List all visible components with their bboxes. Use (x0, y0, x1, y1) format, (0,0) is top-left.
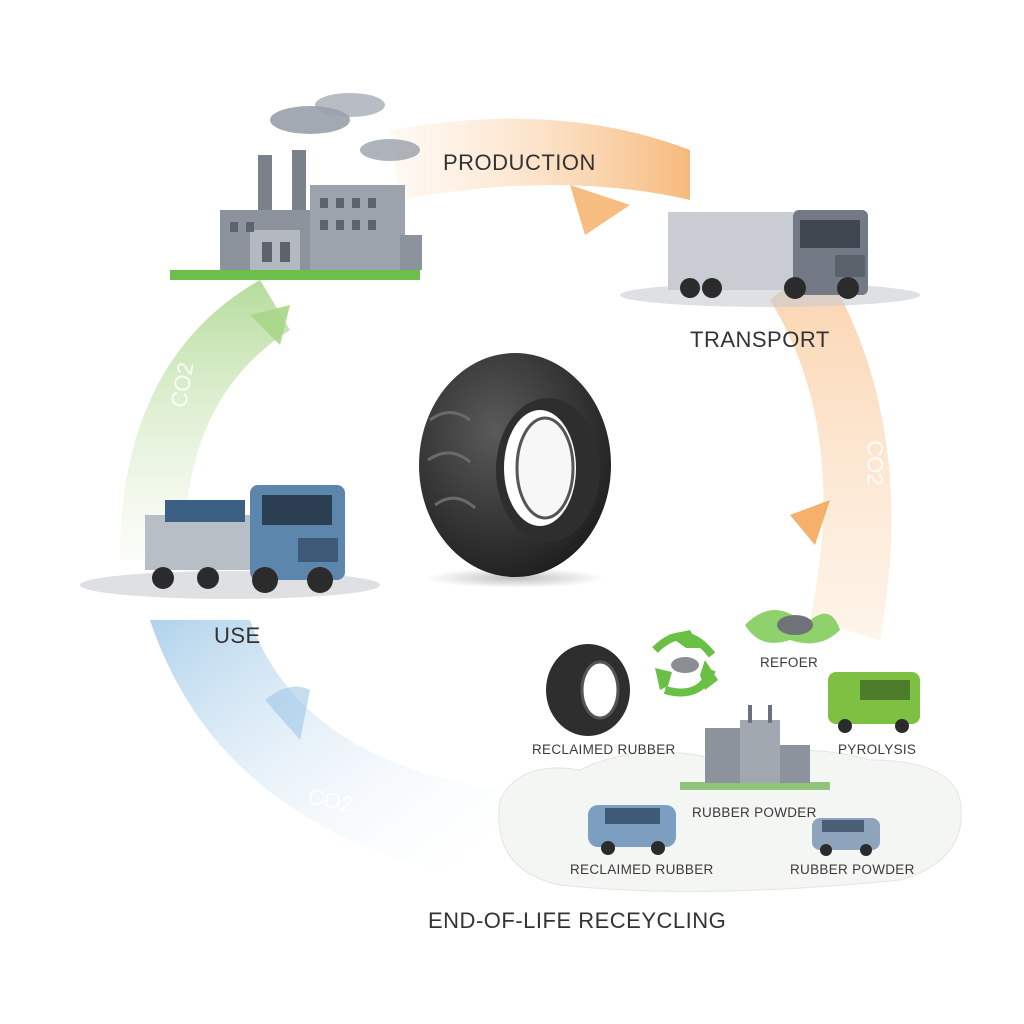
use-truck-icon (80, 485, 380, 599)
recycling-cloud (498, 749, 962, 892)
reclaimed-rubber-bottom-label: RECLAIMED RUBBER (570, 862, 714, 877)
leaf-rubber-icon (745, 610, 840, 644)
pyrolysis-truck-icon (828, 672, 920, 733)
co2-right-label: CO2 (862, 440, 888, 486)
production-label: PRODUCTION (443, 150, 596, 175)
reclaimed-tire-icon (546, 644, 630, 736)
central-tire-icon (419, 353, 611, 588)
recycling-plant-icon (680, 705, 830, 790)
transport-label: TRANSPORT (690, 327, 830, 352)
blue-car-icon (588, 805, 676, 855)
transport-recycling-arc (770, 260, 892, 640)
production-transport-arc (390, 118, 690, 235)
recycle-icon (652, 630, 718, 697)
gray-car-icon (812, 818, 880, 856)
factory-icon (170, 93, 422, 280)
rubber-powder-label: RUBBER POWDER (692, 805, 817, 820)
pyrolysis-label: PYROLYSIS (838, 742, 917, 757)
rubber-powder-bottom-label: RUBBER POWDER (790, 862, 915, 877)
end-of-life-label: END-OF-LIFE RECEYCLING (428, 908, 727, 933)
refoer-label: REFOER (760, 655, 819, 670)
transport-truck-icon (620, 210, 920, 307)
use-label: USE (214, 623, 261, 648)
use-production-arc (120, 280, 290, 560)
recycling-use-arc (150, 620, 500, 880)
reclaimed-rubber-label: RECLAIMED RUBBER (532, 742, 676, 757)
